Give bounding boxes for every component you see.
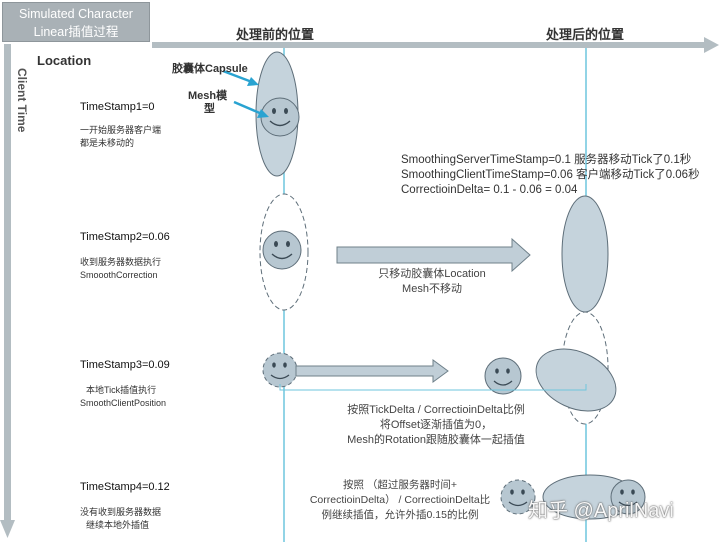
title-line2: Linear插值过程 [33, 25, 119, 39]
step2-note-line1: 收到服务器数据执行 [80, 257, 162, 267]
watermark: 知乎 @AprilNavi [528, 500, 674, 522]
capsule-row2-after [561, 195, 609, 313]
dashed-face-row4 [500, 479, 536, 515]
step4-caption-line2: CorrectioinDelta） / CorrectioinDelta比 [309, 494, 491, 506]
rotated-capsule-row3 [535, 348, 617, 412]
step3-caption: 按照TickDelta / CorrectioinDelta比例 将Offset… [326, 403, 546, 448]
location-axis-arrow [152, 37, 719, 53]
mesh-face-row1 [260, 97, 300, 137]
step2-caption: 只移动胶囊体Location Mesh不移动 [352, 267, 512, 297]
step1-note-line1: 一开始服务器客户端 [80, 125, 162, 135]
dashed-face-row3-origin [262, 352, 298, 388]
mesh-label-line2: 型 [204, 103, 215, 115]
step4-caption: 按照 （超过服务器时间+ CorrectioinDelta） / Correct… [296, 478, 504, 523]
step4-caption-line3: 例继续插值，允许外插0.15的比例 [321, 509, 479, 521]
move-arrow-row3 [295, 359, 449, 383]
step3-caption-line1: 按照TickDelta / CorrectioinDelta比例 [347, 404, 525, 416]
mesh-face-row4 [610, 479, 646, 515]
smoothing-server-timestamp: SmoothingServerTimeStamp=0.1 服务器移动Tick了0… [401, 154, 692, 166]
step3-note-line1: 本地Tick插值执行 [86, 385, 157, 395]
step3-caption-line3: Mesh的Rotation跟随胶囊体一起插值 [347, 434, 525, 446]
after-position-heading: 处理后的位置 [546, 27, 625, 42]
step4-note-line2: 继续本地外插值 [86, 520, 150, 530]
title-line1: Simulated Character [19, 7, 133, 21]
move-arrow-row2 [336, 237, 531, 273]
pointer-arrow-capsule [222, 69, 259, 86]
location-axis-label: Location [37, 53, 92, 68]
timestamp-4: TimeStamp4=0.12 [80, 481, 170, 493]
before-position-heading: 处理前的位置 [236, 27, 315, 42]
step1-note-line2: 都是未移动的 [80, 138, 135, 148]
step2-caption-line1: 只移动胶囊体Location [378, 268, 486, 280]
capsule-label: 胶囊体Capsule [172, 63, 248, 75]
diagram-title: Simulated Character Linear插值过程 [2, 2, 150, 42]
step3-caption-line2: 将Offset逐渐插值为0， [379, 419, 493, 431]
step4-note-line1: 没有收到服务器数据 [80, 507, 162, 517]
step2-note-line2: SmooothCorrection [80, 270, 158, 280]
mesh-face-row2 [262, 230, 302, 270]
time-axis-arrow [0, 44, 15, 538]
client-time-axis-label: Client Time [15, 68, 29, 133]
mesh-label-line1: Mesh模 [188, 90, 228, 102]
timestamp-2: TimeStamp2=0.06 [80, 231, 170, 243]
step4-caption-line1: 按照 （超过服务器时间+ [342, 479, 458, 491]
timestamp-1: TimeStamp1=0 [80, 101, 155, 113]
timestamp-3: TimeStamp3=0.09 [80, 359, 170, 371]
pointer-arrow-mesh [233, 100, 269, 118]
offset-bracket-row3 [279, 384, 587, 391]
step3-note-line2: SmoothClientPosition [80, 398, 167, 408]
mesh-face-row3-moving [484, 357, 522, 395]
step2-caption-line2: Mesh不移动 [402, 283, 462, 295]
smoothing-client-timestamp: SmoothingClientTimeStamp=0.06 客户端移动Tick了… [401, 169, 700, 181]
correction-delta: CorrectioinDelta= 0.1 - 0.06 = 0.04 [401, 184, 578, 196]
